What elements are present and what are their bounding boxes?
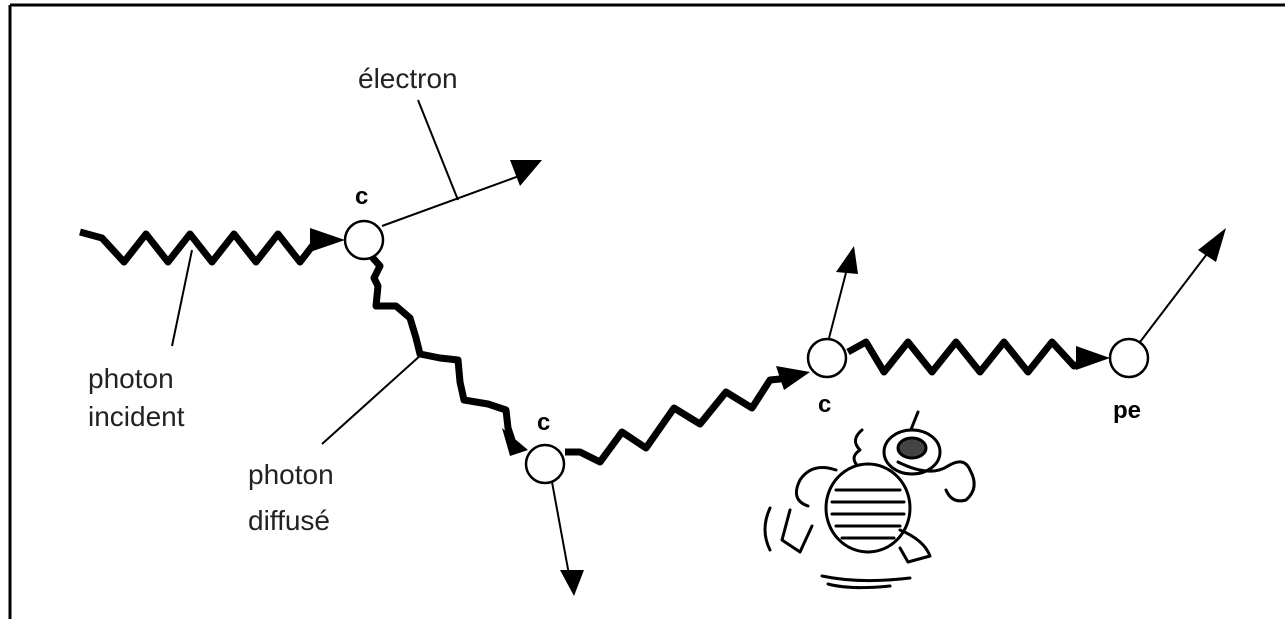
scattered-photon-2-wave	[565, 374, 791, 466]
electron-track-1-arrowhead	[510, 160, 542, 186]
electron-track-3-arrowhead	[836, 246, 858, 274]
photon-diffuse-label-line2: diffusé	[248, 505, 330, 536]
interaction-label-1: c	[355, 183, 368, 210]
incident-photon-wave	[79, 228, 334, 266]
electron-track-1	[381, 169, 533, 227]
photon-diffuse-label-line1: photon	[248, 459, 334, 490]
photon-incident-pointer-line	[171, 249, 193, 347]
photon-incident-label-line2: incident	[88, 401, 185, 432]
electron-label: électron	[358, 63, 458, 94]
electron-pointer-line	[417, 99, 459, 201]
running-bug-mascot-icon	[763, 410, 976, 590]
scattered-photon-1-arrowhead	[502, 428, 528, 456]
electron-track-2-arrowhead	[560, 570, 584, 596]
interaction-label-3: c	[818, 391, 831, 418]
electron-track-4	[1139, 249, 1211, 343]
interaction-label-2: c	[537, 409, 550, 436]
incident-photon-arrowhead	[310, 228, 345, 252]
scattered-photon-3-arrowhead	[1076, 346, 1110, 370]
scattered-photon-1-wave	[369, 254, 516, 442]
electron-track-2	[551, 481, 571, 581]
diagram-frame	[8, 3, 1285, 619]
scattered-photon-3-wave	[846, 338, 1092, 376]
interaction-circle-4	[1108, 337, 1150, 379]
interaction-circle-3	[806, 337, 848, 379]
photon-diffuse-pointer-line	[321, 353, 423, 445]
interaction-circle-1	[343, 219, 385, 261]
electron-track-3	[827, 264, 849, 343]
electron-track-4-arrowhead	[1198, 228, 1226, 262]
interaction-label-4: pe	[1113, 397, 1141, 424]
photon-incident-label-line1: photon	[88, 363, 174, 394]
scattered-photon-2-arrowhead	[776, 366, 810, 390]
interaction-circle-2	[524, 443, 566, 485]
